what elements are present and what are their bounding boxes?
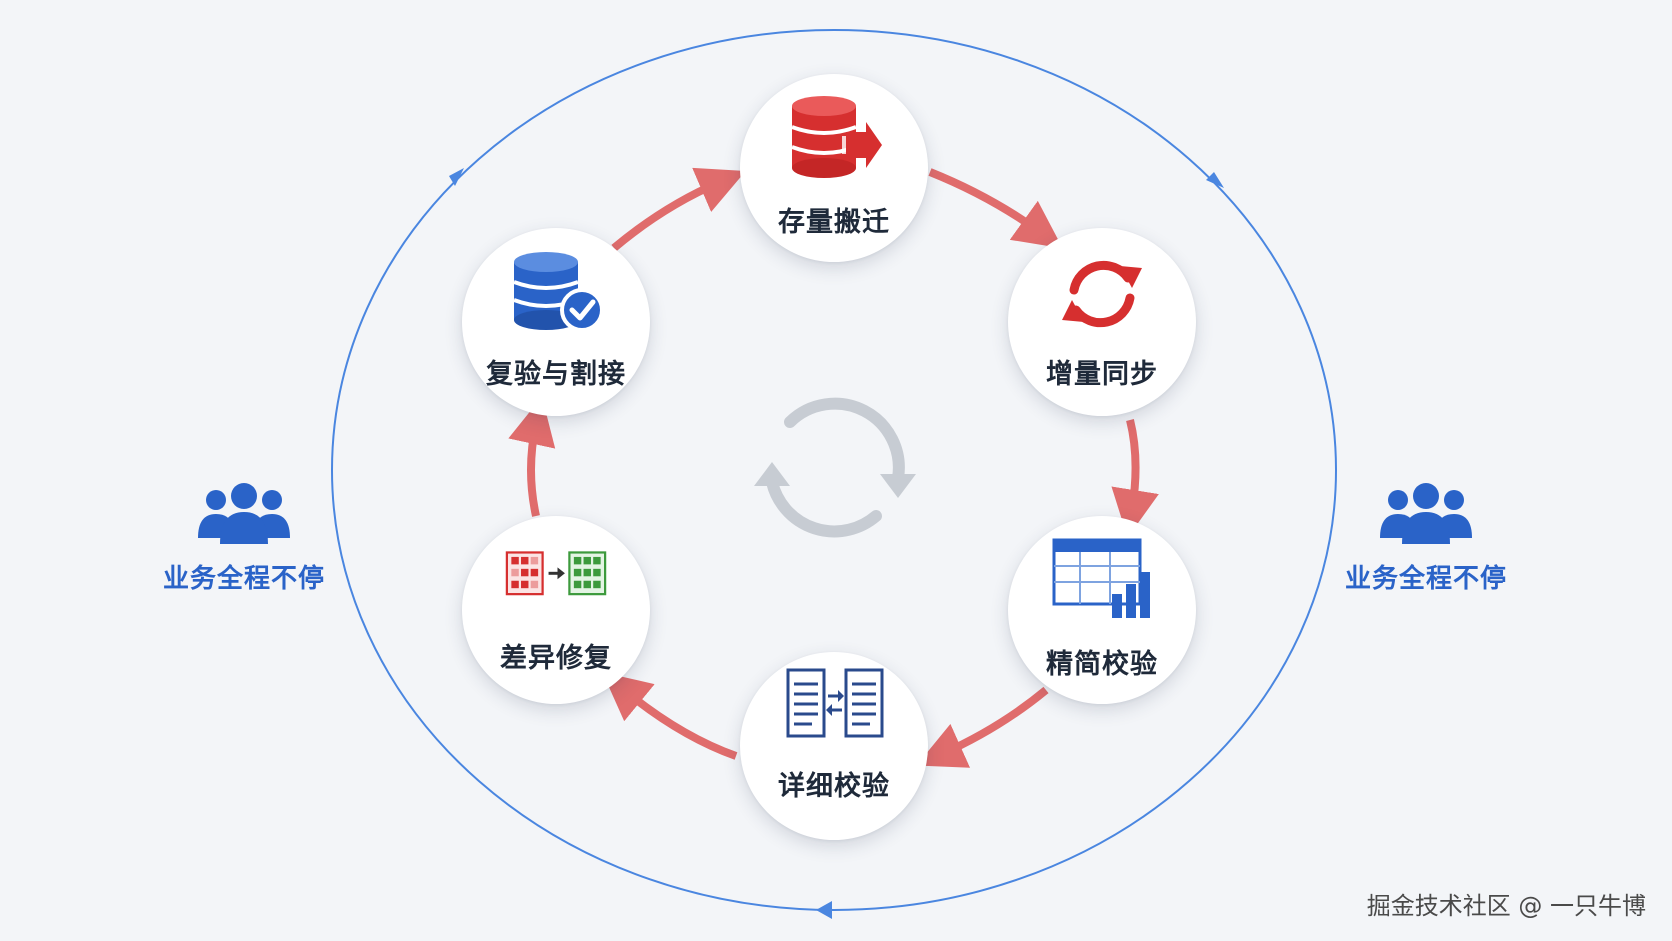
database-migrate-icon — [791, 96, 882, 178]
cycle-arrow-4 — [602, 672, 738, 760]
step-node-6: 复验与割接 — [462, 228, 650, 416]
step-label-3: 精简校验 — [1046, 649, 1158, 680]
step-label-4: 详细校验 — [778, 771, 890, 802]
grid-repair-icon — [505, 551, 607, 596]
sync-arrows-icon — [1062, 260, 1142, 328]
cycle-arrow-2 — [1111, 419, 1159, 538]
step-label-5: 差异修复 — [500, 643, 612, 674]
step-node-3: 精简校验 — [1008, 516, 1196, 704]
document-compare-icon — [786, 668, 884, 738]
step-label-6: 复验与割接 — [486, 359, 626, 390]
outer-ring-arrow-top-left — [449, 168, 464, 186]
step-node-2: 增量同步 — [1008, 228, 1196, 416]
cycle-arrow-3 — [916, 686, 1049, 768]
cycle-arrow-6 — [611, 167, 746, 252]
cycle-arrow-5 — [508, 396, 556, 517]
side-right-label: 业务全程不停 — [1344, 564, 1507, 594]
side-right: 业务全程不停 — [1336, 482, 1516, 595]
outer-ring-arrow-top-right — [1206, 172, 1224, 188]
cycle-icon — [766, 397, 905, 538]
step-label-2: 增量同步 — [1046, 359, 1158, 390]
database-check-icon — [513, 252, 604, 332]
step-node-5: 差异修复 — [462, 516, 650, 704]
users-group-icon — [198, 483, 290, 544]
side-left-label: 业务全程不停 — [162, 564, 325, 594]
outer-ring-arrow-bottom — [816, 901, 832, 919]
step-label-1: 存量搬迁 — [778, 207, 890, 238]
users-group-icon — [1380, 483, 1472, 544]
step-node-4: 详细校验 — [740, 652, 928, 840]
side-left: 业务全程不停 — [154, 482, 334, 595]
cycle-arrow-1 — [928, 168, 1063, 249]
watermark: 掘金技术社区 @ 一只牛博 — [1366, 892, 1646, 920]
table-chart-icon — [1052, 538, 1150, 618]
step-node-1: 存量搬迁 — [740, 74, 928, 262]
outer-ring — [331, 29, 1337, 911]
